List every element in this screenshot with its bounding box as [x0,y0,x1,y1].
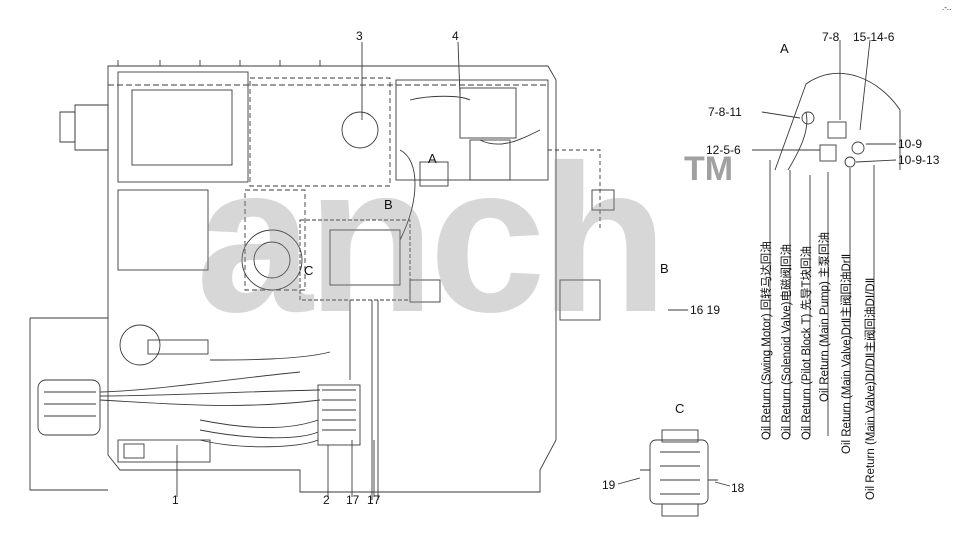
callout-swing-motor-return: Oil Return (Swing Motor) 回转马达回油 [761,241,773,440]
callout-pilot-block-return: Oil Return (Pilot Block T) 先导T块回油 [801,245,813,440]
console [117,439,211,463]
platform-frame [107,65,557,493]
detail-label-A: A [780,41,789,56]
view-label-B-right: B [660,261,669,276]
pedal-assembly [37,379,101,436]
part-number-18: 18 [731,481,745,495]
part-number-12-5-6: 12-5-6 [706,143,741,157]
part-number-7-8-11: 7-8-11 [708,105,742,119]
detail-C-valve [617,429,731,517]
part-number-4: 4 [452,29,459,43]
top-right-mark: .-.. [942,3,952,12]
watermark-text: anch [196,121,668,356]
part-number-19: 19 [602,478,616,492]
callout-solenoid-valve-return: Oil Return (Solenoid Valve)电磁阀回油 [781,244,793,440]
main-valve [317,384,361,446]
callout-main-pump-return: Oil Return (Main Pump) 主泵回油 [819,232,831,402]
part-number-1: 1 [172,493,179,507]
part-number-7-8: 7-8 [822,30,840,44]
view-label-C: C [304,263,314,278]
swing-motor [241,229,303,291]
pilot-block [119,324,161,366]
part-number-17-left: 17 [346,493,360,507]
view-label-B: B [384,197,393,212]
part-number-15-14-6: 15-14-6 [853,30,895,44]
engine-block [117,71,249,183]
callout-main-valve-dr2-return: Oil Return (Main Valve)DrⅡ主阀回油DrⅡ [841,253,853,454]
part-number-10-9-13: 10-9-13 [898,153,940,167]
part-number-17-right: 17 [367,493,381,507]
leader-4 [457,41,461,97]
callout-main-valve-d1-d2-return: Oil Return (Main Valve)DⅠ/DⅡ主阀回油DⅠ/DⅡ [865,277,877,500]
detail-A-outline [774,72,901,171]
part-number-3: 3 [356,29,363,43]
tank-cap [341,111,379,149]
watermark-tm: TM [684,150,734,188]
part-number-2: 2 [323,493,330,507]
view-label-A: A [428,151,437,166]
part-number-16-19: 16 19 [690,303,721,317]
detail-label-C: C [675,401,685,416]
part-number-10-9: 10-9 [898,137,923,151]
